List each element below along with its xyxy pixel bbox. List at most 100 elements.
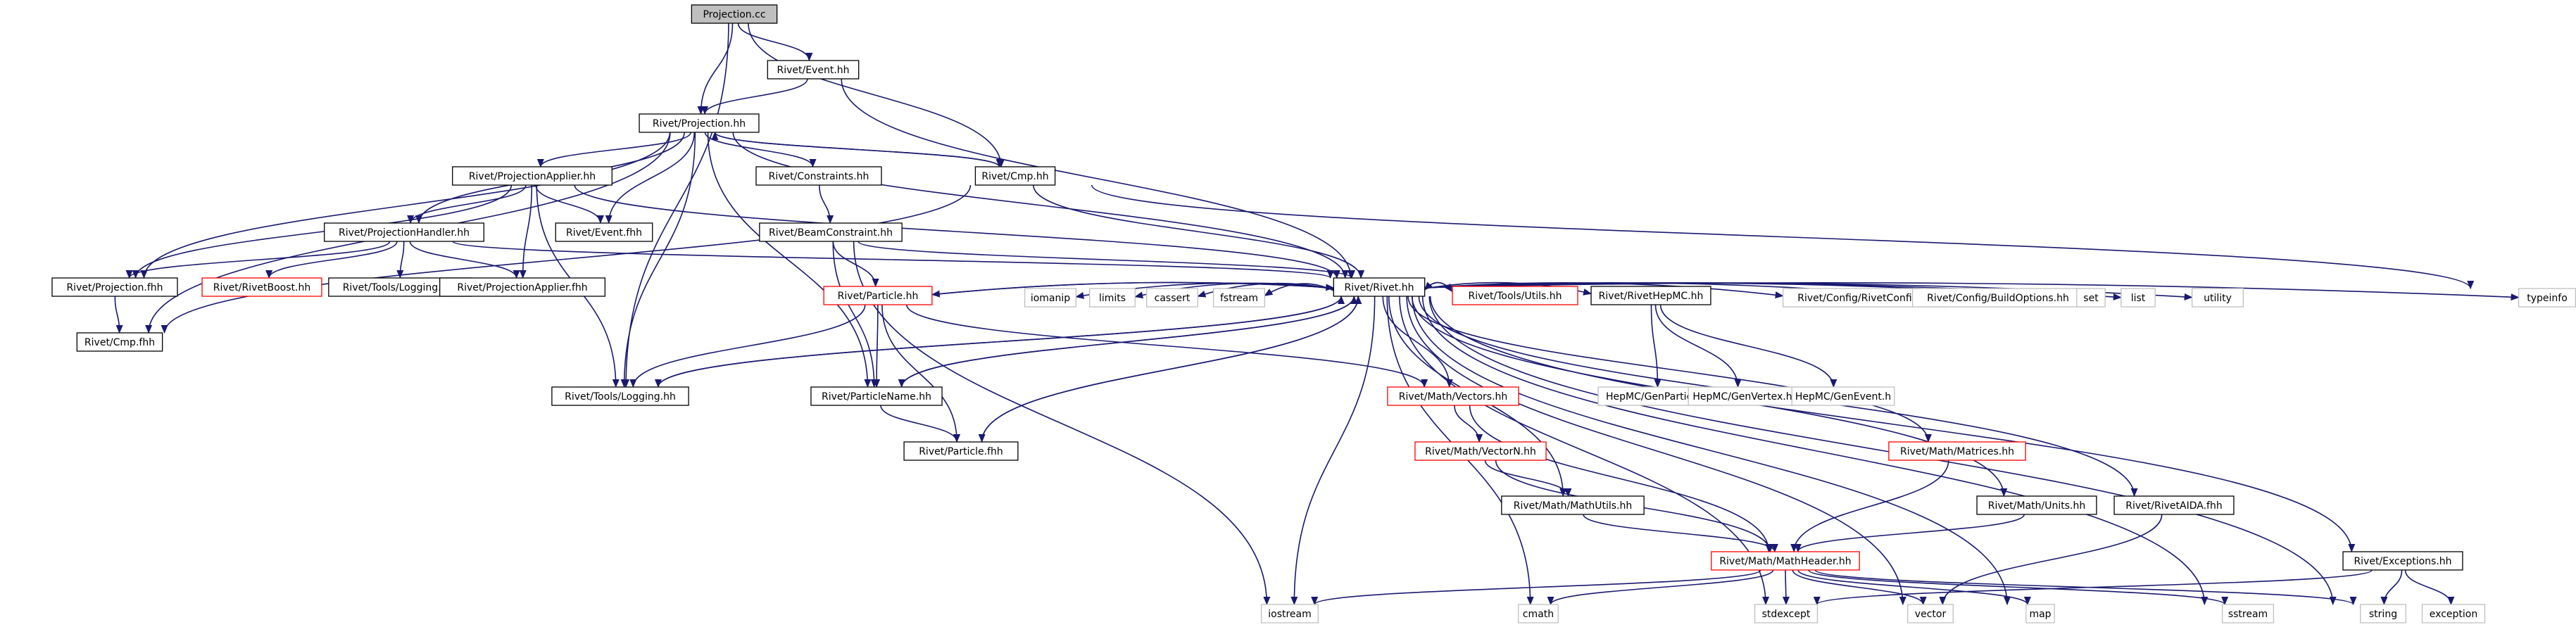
node-box <box>1501 495 1645 515</box>
edge-hepmc_hh-to-genparticle <box>1650 304 1661 388</box>
node-rivet-math-vectorn-hh[interactable]: Rivet/Math/VectorN.hh <box>1414 441 1547 461</box>
edge-rivet_hh-to-matrices_hh <box>1407 296 1932 443</box>
node-rivet-particlename-hh[interactable]: Rivet/ParticleName.hh <box>810 386 943 406</box>
edge-applier_hh-to-applier_fhh <box>519 184 533 279</box>
node-label: Rivet/BeamConstraint.hh <box>769 227 893 239</box>
node-rivet-math-units-hh[interactable]: Rivet/Math/Units.hh <box>1976 495 2097 515</box>
node-box <box>2025 604 2055 623</box>
node-string[interactable]: string <box>2360 604 2406 623</box>
edge-beam_hh-to-rivet_hh <box>857 241 1355 279</box>
node-label: HepMC/GenVertex.h <box>1692 391 1792 403</box>
node-rivet-projectionapplier-hh[interactable]: Rivet/ProjectionApplier.hh <box>452 166 612 186</box>
node-label: limits <box>1099 293 1126 304</box>
node-rivet-particle-fhh[interactable]: Rivet/Particle.fhh <box>903 441 1019 461</box>
node-vector[interactable]: vector <box>1907 604 1954 623</box>
node-label: Rivet/Particle.hh <box>838 291 919 302</box>
node-rivet-rivetboost-hh[interactable]: Rivet/RivetBoost.hh <box>201 277 322 297</box>
edge-projcc-to-logging_hh <box>622 23 729 388</box>
edge-particle_hh-to-rivet_hh <box>931 281 1335 296</box>
node-box <box>439 277 606 297</box>
node-box <box>1452 286 1578 305</box>
edge-mathheader_hh-to-map <box>1797 569 2031 605</box>
edge-proj_hh-to-proj_fhh <box>140 132 671 279</box>
edge-pname_hh-to-rivet_hh <box>900 296 1358 388</box>
node-rivet-event-fhh[interactable]: Rivet/Event.fhh <box>555 222 653 242</box>
node-box <box>2191 288 2244 308</box>
node-map[interactable]: map <box>2025 604 2055 623</box>
node-box <box>2342 551 2463 571</box>
node-rivet-math-mathheader-hh[interactable]: Rivet/Math/MathHeader.hh <box>1711 551 1860 571</box>
node-cassert[interactable]: cassert <box>1146 288 1199 308</box>
node-projection-cc[interactable]: Projection.cc <box>691 4 778 24</box>
node-exception[interactable]: exception <box>2421 604 2486 623</box>
node-rivet-math-mathutils-hh[interactable]: Rivet/Math/MathUtils.hh <box>1501 495 1645 515</box>
node-cmath[interactable]: cmath <box>1518 604 1559 623</box>
edge-hepmc_hh-to-genevent <box>1659 304 1837 388</box>
edge-applier_hh-to-proj_fhh <box>132 184 513 279</box>
node-fstream[interactable]: fstream <box>1213 288 1266 308</box>
node-label: exception <box>2430 609 2477 620</box>
node-rivet-math-vectors-hh[interactable]: Rivet/Math/Vectors.hh <box>1387 386 1519 406</box>
edge-event_hh-to-proj_hh <box>701 78 808 115</box>
node-rivet-constraints-hh[interactable]: Rivet/Constraints.hh <box>755 166 882 186</box>
node-hepmc-genvertex-h[interactable]: HepMC/GenVertex.h <box>1688 386 1797 406</box>
node-label: utility <box>2204 293 2232 304</box>
node-rivet-projection-fhh[interactable]: Rivet/Projection.fhh <box>51 277 178 297</box>
node-label: Rivet/Cmp.fhh <box>84 337 155 348</box>
node-rivet-projectionhandler-hh[interactable]: Rivet/ProjectionHandler.hh <box>324 222 484 242</box>
node-rivet-particle-hh[interactable]: Rivet/Particle.hh <box>823 286 933 305</box>
node-label: HepMC/GenParticle.h <box>1606 391 1710 403</box>
node-box <box>551 386 689 406</box>
node-box <box>691 4 778 24</box>
node-hepmc-genevent-h[interactable]: HepMC/GenEvent.h <box>1791 386 1895 406</box>
node-box <box>1518 604 1559 623</box>
node-typeinfo[interactable]: typeinfo <box>2518 288 2576 308</box>
node-box <box>1089 288 1136 308</box>
node-rivet-event-hh[interactable]: Rivet/Event.hh <box>767 60 860 80</box>
edge-rivet_hh-to-map <box>1412 296 2011 605</box>
node-rivet-projection-hh[interactable]: Rivet/Projection.hh <box>639 113 760 133</box>
node-iomanip[interactable]: iomanip <box>1024 288 1077 308</box>
edge-mathheader_hh-to-stdexcept <box>1782 569 1790 605</box>
edge-logging_hh-to-rivet_hh <box>658 296 1345 388</box>
node-rivet-cmp-hh[interactable]: Rivet/Cmp.hh <box>974 166 1056 186</box>
node-box <box>1146 288 1199 308</box>
node-stdexcept[interactable]: stdexcept <box>1754 604 1818 623</box>
node-limits[interactable]: limits <box>1089 288 1136 308</box>
node-rivet-beamconstraint-hh[interactable]: Rivet/BeamConstraint.hh <box>759 222 903 242</box>
edge-handler_hh-to-rivet_hh <box>452 241 1334 279</box>
node-label: Rivet/Projection.fhh <box>66 282 163 293</box>
node-box <box>1333 277 1426 297</box>
node-rivet-rivetaida-fhh[interactable]: Rivet/RivetAIDA.fhh <box>2113 495 2235 515</box>
node-utility[interactable]: utility <box>2191 288 2244 308</box>
node-rivet-rivethepmc-hh[interactable]: Rivet/RivetHepMC.hh <box>1590 286 1711 305</box>
edge-projcc-to-event_hh <box>737 23 813 61</box>
node-set[interactable]: set <box>2076 288 2106 308</box>
node-iostream[interactable]: iostream <box>1260 604 1319 623</box>
node-rivet-cmp-fhh[interactable]: Rivet/Cmp.fhh <box>76 332 163 352</box>
edge-particle_hh-to-pname_hh <box>873 304 881 388</box>
node-sstream[interactable]: sstream <box>2221 604 2274 623</box>
node-label: Rivet/Math/MathHeader.hh <box>1719 556 1851 567</box>
node-rivet-tools-utils-hh[interactable]: Rivet/Tools/Utils.hh <box>1452 286 1578 305</box>
node-rivet-tools-logging-hh[interactable]: Rivet/Tools/Logging.hh <box>551 386 689 406</box>
node-rivet-rivet-hh[interactable]: Rivet/Rivet.hh <box>1333 277 1426 297</box>
node-rivet-config-buildoptions-hh[interactable]: Rivet/Config/BuildOptions.hh <box>1911 288 2085 308</box>
edge-rivet_hh-to-sstream <box>1421 296 2209 605</box>
dependency-edges <box>114 23 2520 605</box>
node-label: Rivet/Cmp.hh <box>981 171 1048 182</box>
node-rivet-exceptions-hh[interactable]: Rivet/Exceptions.hh <box>2342 551 2463 571</box>
node-label: sstream <box>2228 609 2268 620</box>
edge-proj_hh-to-applier_hh <box>536 132 691 167</box>
node-box <box>1387 386 1519 406</box>
node-rivet-math-matrices-hh[interactable]: Rivet/Math/Matrices.hh <box>1888 441 2026 461</box>
node-label: list <box>2131 293 2146 304</box>
edge-particle_hh-to-particle_fhh <box>881 304 961 443</box>
edge-handler_hh-to-applier_fhh <box>409 241 520 279</box>
node-list[interactable]: list <box>2121 288 2156 308</box>
edge-cmp_hh-to-proj_hh <box>711 132 1000 167</box>
node-rivet-projectionapplier-fhh[interactable]: Rivet/ProjectionApplier.fhh <box>439 277 606 297</box>
edge-projcc-to-cmp_hh <box>748 23 1005 167</box>
edge-applier_hh-to-event_fhh <box>535 184 604 224</box>
node-box <box>555 222 653 242</box>
